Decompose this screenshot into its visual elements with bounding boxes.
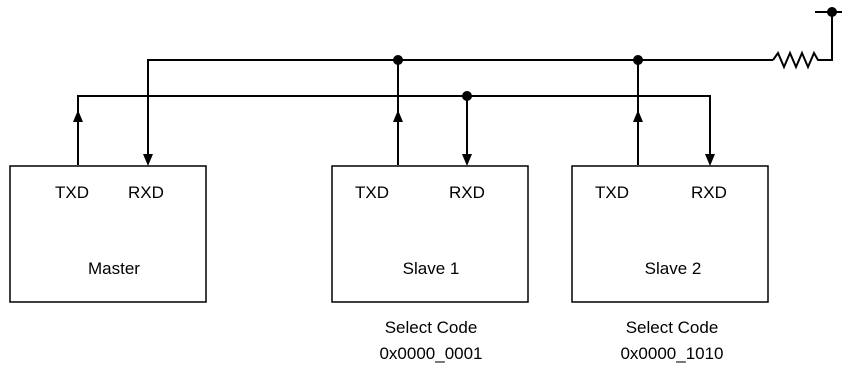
slave1-label: Slave 1 bbox=[403, 259, 460, 278]
slave1-box bbox=[331, 165, 529, 303]
slave2-txd-arrow bbox=[633, 110, 643, 122]
slave1-select-value: 0x0000_0001 bbox=[379, 344, 482, 363]
slave2-select-value: 0x0000_1010 bbox=[620, 344, 723, 363]
slave2-txd-label: TXD bbox=[595, 183, 629, 202]
supply-dot bbox=[827, 7, 837, 17]
master-txd-arrow bbox=[73, 110, 83, 122]
master-rxd-arrow bbox=[143, 154, 153, 166]
lower-bus-line bbox=[77, 95, 711, 165]
slave2-node: TXD RXD Slave 2 Select Code 0x0000_1010 bbox=[571, 165, 769, 363]
master-box bbox=[9, 165, 207, 303]
slave2-rxd-label: RXD bbox=[691, 183, 727, 202]
slave1-txd-junction-dot bbox=[393, 55, 403, 65]
upper-bus-line bbox=[147, 59, 773, 160]
slave2-rxd-arrow bbox=[705, 154, 715, 166]
master-txd-label: TXD bbox=[55, 183, 89, 202]
slave1-txd-arrow bbox=[393, 110, 403, 122]
slave2-txd-junction-dot bbox=[633, 55, 643, 65]
slave2-box bbox=[571, 165, 769, 303]
slave2-select-caption: Select Code bbox=[626, 318, 719, 337]
slave1-rxd-label: RXD bbox=[449, 183, 485, 202]
slave1-select-caption: Select Code bbox=[385, 318, 478, 337]
slave1-rxd-junction-dot bbox=[462, 91, 472, 101]
slave1-txd-label: TXD bbox=[355, 183, 389, 202]
master-node: TXD RXD Master bbox=[9, 165, 207, 303]
slave1-rxd-arrow bbox=[462, 154, 472, 166]
pull-up-resistor bbox=[772, 12, 833, 70]
slave2-label: Slave 2 bbox=[645, 259, 702, 278]
slave1-node: TXD RXD Slave 1 Select Code 0x0000_0001 bbox=[331, 165, 529, 363]
master-rxd-label: RXD bbox=[128, 183, 164, 202]
master-label: Master bbox=[88, 259, 140, 278]
